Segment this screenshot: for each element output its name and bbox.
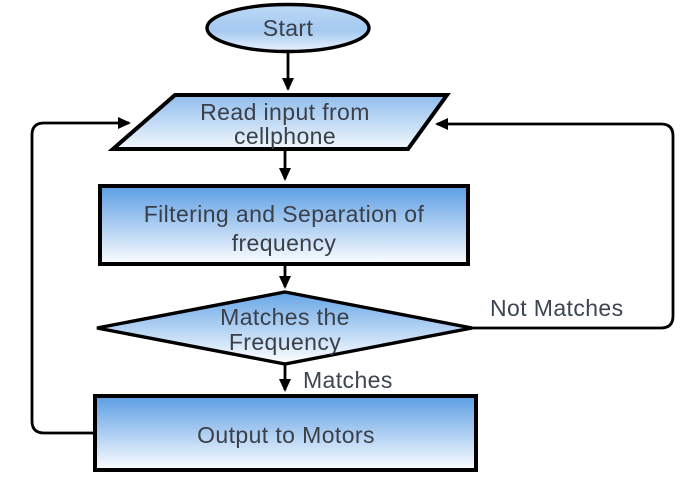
edge-output-back-loop xyxy=(30,117,131,435)
read-input-label-line2: cellphone xyxy=(234,123,336,149)
filtering-label-line1: Filtering and Separation of xyxy=(144,201,425,227)
decision-label-line1: Matches the xyxy=(220,304,350,330)
node-filtering-process xyxy=(98,184,470,266)
node-output-process xyxy=(93,394,478,472)
decision-label-line2: Frequency xyxy=(229,329,341,355)
edge-label-matches: Matches xyxy=(303,367,393,393)
node-read-input-parallelogram xyxy=(107,93,451,151)
node-decision-diamond xyxy=(96,290,473,366)
edge-decision-not-matches-loop xyxy=(435,118,675,330)
start-label: Start xyxy=(263,15,314,41)
node-start-terminator xyxy=(205,2,371,54)
edge-label-not-matches: Not Matches xyxy=(490,295,624,321)
read-input-label-line1: Read input from xyxy=(200,99,370,125)
output-label: Output to Motors xyxy=(197,422,375,448)
filtering-label-line2: frequency xyxy=(232,230,337,256)
